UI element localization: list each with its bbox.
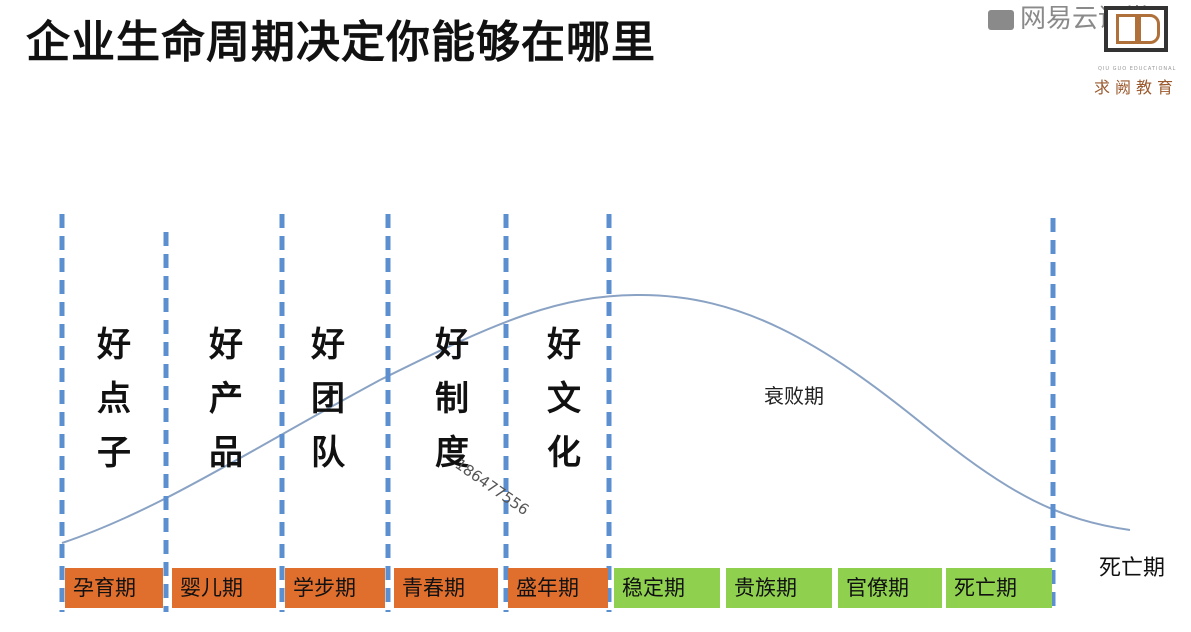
stage-char: 文 [547, 379, 581, 419]
logo-subtitle: QIU GUO EDUCATIONAL [1098, 66, 1177, 72]
stage-requirement: 好产品 [206, 318, 246, 480]
stage-char: 团 [311, 379, 345, 419]
phase-bar: 官僚期 [838, 568, 942, 608]
stage-char: 好 [311, 325, 345, 365]
stage-char: 化 [547, 433, 581, 473]
death-label: 死亡期 [1099, 556, 1166, 581]
stage-char: 好 [209, 325, 243, 365]
phase-bar: 贵族期 [726, 568, 832, 608]
stage-char: 好 [97, 325, 131, 365]
stage-char: 好 [435, 325, 469, 365]
stage-char: 好 [547, 325, 581, 365]
phase-bar: 稳定期 [614, 568, 720, 608]
phase-bar: 学步期 [285, 568, 385, 608]
logo-name: 求阙教育 [1094, 78, 1179, 97]
logo-mark-left [1116, 14, 1138, 44]
lifecycle-curve [61, 293, 1131, 544]
stage-requirement: 好团队 [308, 318, 348, 480]
stage-char: 产 [209, 379, 243, 419]
phase-bar: 盛年期 [508, 568, 608, 608]
chat-icon [988, 9, 1014, 30]
stage-requirement: 好文化 [544, 318, 584, 480]
stage-char: 队 [311, 433, 345, 473]
stage-char: 品 [209, 433, 243, 473]
stage-char: 制 [435, 379, 469, 419]
phase-bar: 死亡期 [946, 568, 1052, 608]
stage-requirement: 好制度 [432, 318, 472, 480]
stage-requirement: 好点子 [94, 318, 134, 480]
stage-char: 度 [435, 433, 469, 473]
phase-bar: 孕育期 [65, 568, 163, 608]
phase-bar: 婴儿期 [172, 568, 276, 608]
stage-char: 子 [97, 433, 131, 473]
page-title: 企业生命周期决定你能够在哪里 [26, 17, 656, 68]
logo [1104, 6, 1168, 52]
logo-mark-right [1138, 14, 1160, 44]
decline-label: 衰败期 [764, 384, 824, 408]
phase-bar: 青春期 [394, 568, 498, 608]
stage-char: 点 [97, 379, 131, 419]
